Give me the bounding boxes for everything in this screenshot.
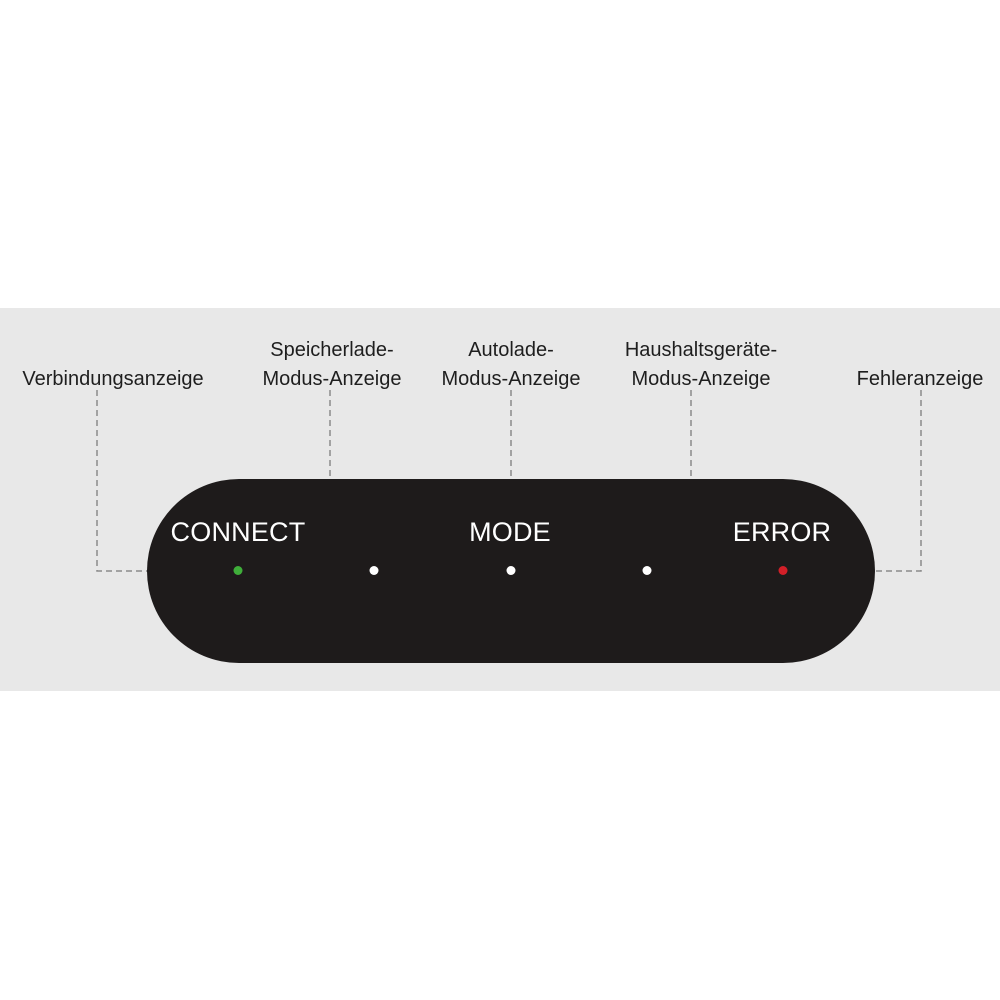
callout-connection: Verbindungsanzeige	[22, 365, 203, 394]
callout-appliance-line1: Haushaltsgeräte-	[624, 339, 778, 361]
callout-error: Fehleranzeige	[857, 365, 984, 394]
callout-appliance-line2: Modus-Anzeige	[631, 368, 771, 390]
callout-auto-charge-line2: Modus-Anzeige	[441, 368, 581, 390]
connect-label: CONNECT	[170, 517, 306, 547]
callout-auto-charge: Autolade- Modus-Anzeige	[442, 336, 581, 394]
callout-storage-charge: Speicherlade- Modus-Anzeige	[263, 336, 402, 394]
callout-connection-text: Verbindungsanzeige	[22, 368, 204, 390]
error-led	[778, 566, 788, 575]
auto-charge-led	[506, 566, 516, 575]
storage-charge-led	[369, 566, 379, 575]
callout-storage-charge-line2: Modus-Anzeige	[262, 368, 402, 390]
connection-led	[233, 566, 243, 575]
mode-label: MODE	[469, 517, 551, 547]
appliance-led	[642, 566, 652, 575]
error-label: ERROR	[732, 517, 832, 547]
callout-storage-charge-line1: Speicherlade-	[270, 339, 394, 361]
callout-auto-charge-line1: Autolade-	[468, 339, 554, 361]
callout-appliance: Haushaltsgeräte- Modus-Anzeige	[625, 336, 777, 394]
callout-error-text: Fehleranzeige	[856, 368, 984, 390]
